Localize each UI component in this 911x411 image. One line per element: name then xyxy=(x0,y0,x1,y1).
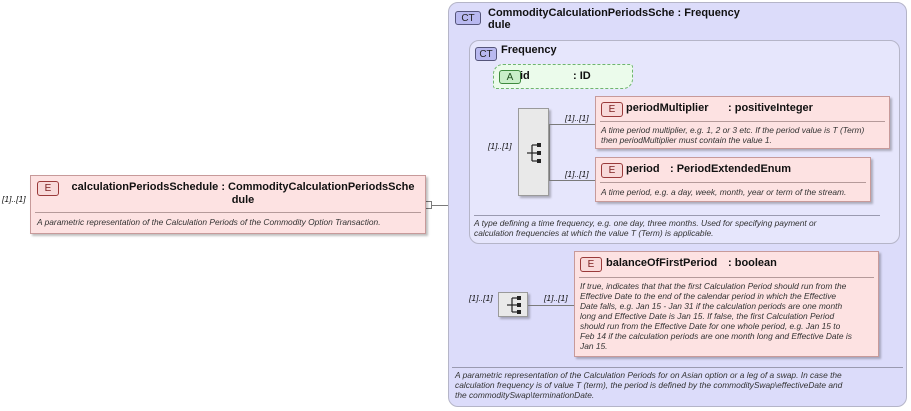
attribute-name: id xyxy=(520,70,530,82)
attribute-id[interactable]: A id : ID xyxy=(493,64,633,89)
element-calculation-periods-schedule[interactable]: E calculationPeriodsSchedule : Commodity… xyxy=(30,175,426,234)
connector-seq-pm xyxy=(549,124,550,180)
attribute-type: : ID xyxy=(573,70,591,82)
period-multiplier-doc-2: then periodMultiplier must contain the v… xyxy=(601,135,772,145)
frequency-doc-2: calculation frequencies at which the val… xyxy=(474,228,714,238)
element-name: calculationPeriodsSchedule xyxy=(71,181,219,193)
complex-type-doc-2: calculation frequency is of value T (ter… xyxy=(455,380,843,390)
complex-type-doc-3: the commoditySwap\terminationDate. xyxy=(455,390,595,400)
balance-doc-4: long and Effective Date is Jan 15. If fa… xyxy=(580,311,835,321)
period-multiplier-cardinality: [1]..[1] xyxy=(565,113,589,123)
connector-outer-seq-balance xyxy=(528,305,574,306)
attribute-badge: A xyxy=(499,70,521,84)
period-doc: A time period, e.g. a day, week, month, … xyxy=(601,187,847,197)
balance-cardinality: [1]..[1] xyxy=(544,293,568,303)
period-multiplier-badge: E xyxy=(601,102,623,117)
outer-sequence-cardinality: [1]..[1] xyxy=(469,293,493,303)
period-badge: E xyxy=(601,163,623,178)
element-type-cont: dule xyxy=(231,194,255,206)
period-cardinality: [1]..[1] xyxy=(565,169,589,179)
element-doc: A parametric representation of the Calcu… xyxy=(37,217,381,227)
balance-doc-3: Date falls, e.g. Jan 15 - Jan 31 if the … xyxy=(580,301,843,311)
balance-doc-6: Feb 14 if the calculation periods are on… xyxy=(580,331,852,341)
complex-type-title: CommodityCalculationPeriodsSche : Freque… xyxy=(488,7,740,19)
complex-type-title-cont: dule xyxy=(488,19,511,31)
root-cardinality: [1]..[1] xyxy=(2,194,26,204)
balance-doc-7: Jan 15. xyxy=(580,341,608,351)
sequence-icon xyxy=(527,143,541,163)
sequence-compositor-frequency[interactable] xyxy=(518,108,549,196)
element-period[interactable]: E period : PeriodExtendedEnum A time per… xyxy=(595,157,871,202)
complex-type-doc-1: A parametric representation of the Calcu… xyxy=(455,370,842,380)
period-name: period xyxy=(626,163,660,175)
connector-seq-period-h xyxy=(549,180,595,181)
period-multiplier-name: periodMultiplier xyxy=(626,102,709,114)
element-type: : CommodityCalculationPeriodsSche xyxy=(221,181,415,193)
balance-doc-1: If true, indicates that that the first C… xyxy=(580,281,847,291)
sequence-icon xyxy=(507,296,521,314)
inner-sequence-cardinality: [1]..[1] xyxy=(488,141,512,151)
balance-doc-2: Effective Date to the end of the calenda… xyxy=(580,291,837,301)
connector-seq-pm-h xyxy=(549,124,595,125)
expand-box[interactable] xyxy=(425,201,432,209)
balance-doc-5: should run from the Effective Date for o… xyxy=(580,321,841,331)
connector-to-type xyxy=(432,205,458,206)
frequency-title: Frequency xyxy=(501,44,557,56)
complex-type-badge: CT xyxy=(455,11,481,25)
period-type: : PeriodExtendedEnum xyxy=(670,163,792,175)
period-multiplier-doc-1: A time period multiplier, e.g. 1, 2 or 3… xyxy=(601,125,865,135)
frequency-doc-1: A type defining a time frequency, e.g. o… xyxy=(474,218,817,228)
element-badge: E xyxy=(37,181,59,196)
balance-badge: E xyxy=(580,257,602,272)
frequency-badge: CT xyxy=(475,47,497,61)
period-multiplier-type: : positiveInteger xyxy=(728,102,813,114)
element-balance-of-first-period[interactable]: E balanceOfFirstPeriod : boolean If true… xyxy=(574,251,879,357)
sequence-compositor-outer[interactable] xyxy=(498,292,528,317)
balance-name: balanceOfFirstPeriod xyxy=(606,257,718,269)
balance-type: : boolean xyxy=(728,257,777,269)
element-period-multiplier[interactable]: E periodMultiplier : positiveInteger A t… xyxy=(595,96,890,149)
